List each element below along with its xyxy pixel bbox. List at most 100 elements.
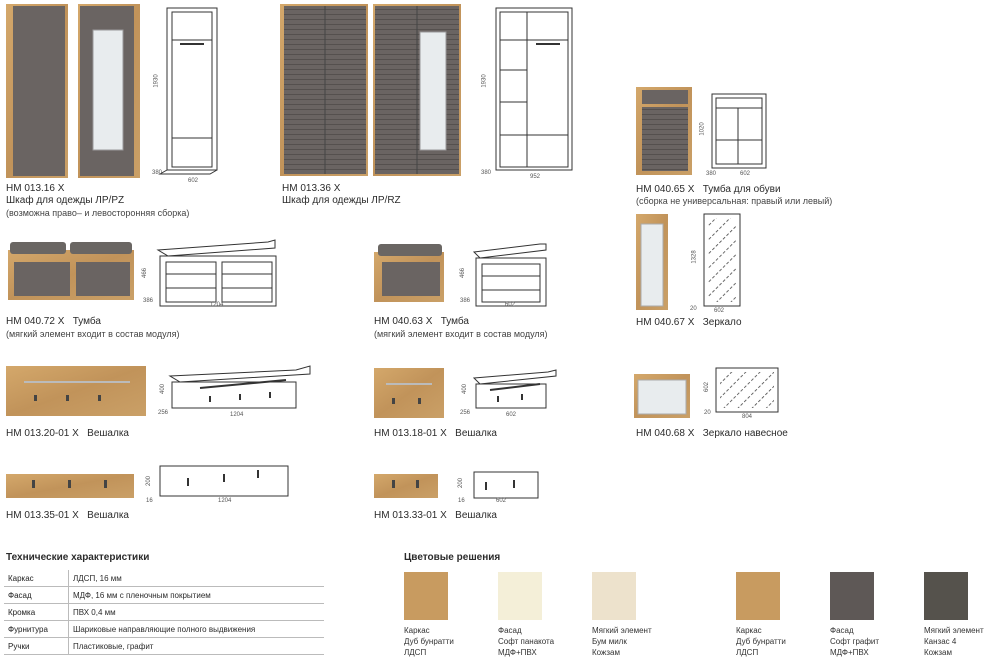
product-code: НМ 013.36 Х (282, 183, 341, 194)
product-name: Вешалка (455, 428, 497, 439)
product-code: НМ 013.33-01 Х (374, 510, 447, 521)
swatch-label-line: Каркас (736, 626, 762, 635)
caption-04068: НМ 040.68 Х Зеркало навесное (636, 428, 788, 440)
hanger-01320-drawing (168, 365, 311, 409)
swatch-label-line: Канзас 4 (924, 637, 957, 646)
dim-d-01335: 16 (146, 498, 153, 504)
product-note: (мягкий элемент входит в состав модуля) (6, 329, 180, 339)
caption-04072: НМ 040.72 Х Тумба (6, 316, 101, 328)
product-code: НМ 013.16 Х (6, 183, 65, 194)
product-name: Вешалка (87, 510, 129, 521)
dim-w-01336: 952 (530, 174, 541, 180)
dim-w-01318: 602 (506, 412, 517, 418)
dim-w-01316: 602 (188, 178, 199, 184)
dim-h-01320: 400 (160, 383, 167, 395)
swatch-label-line: Дуб бунратти (404, 637, 454, 646)
color-swatch (830, 572, 874, 620)
product-name: Шкаф для одежды ЛР/RZ (282, 195, 401, 206)
swatch-label-line: МДФ+ПВХ (498, 648, 537, 657)
dim-w-01333: 602 (496, 498, 507, 504)
product-code: НМ 040.65 Х (636, 184, 695, 195)
dim-d-01316: 380 (152, 170, 163, 176)
wall-mirror-drawing (715, 367, 779, 413)
caption-01320: НМ 013.20-01 Х Вешалка (6, 428, 129, 440)
hanger-01318-photo (374, 368, 444, 418)
color-swatch (404, 572, 448, 620)
product-code: НМ 040.68 Х (636, 428, 695, 439)
product-name: Вешалка (455, 510, 497, 521)
swatch-label-line: Мягкий элемент (592, 626, 652, 635)
product-name: Зеркало (702, 317, 742, 328)
dim-h-04067: 1328 (691, 250, 698, 264)
product-name: Вешалка (87, 428, 129, 439)
bench-04063-photo (374, 244, 444, 302)
product-name: Зеркало навесное (702, 428, 788, 439)
dim-d-04067: 20 (690, 306, 697, 312)
hanger-01335-photo (6, 474, 134, 498)
bench-04072-photo (8, 242, 134, 300)
wall-mirror-photo (634, 374, 690, 418)
dim-w-04072: 1204 (210, 302, 224, 308)
dim-w-04063: 602 (505, 302, 516, 308)
product-code: НМ 040.67 Х (636, 317, 695, 328)
wardrobe-01316-drawing (158, 7, 218, 175)
mirror-04067-drawing (703, 213, 741, 307)
dim-h-01335: 200 (146, 475, 153, 487)
caption-04063: НМ 040.63 Х Тумба (374, 316, 469, 328)
swatch-label-line: Софт графит (830, 637, 880, 646)
product-name: Тумба (440, 316, 469, 327)
color-swatch (736, 572, 780, 620)
wardrobe-01336-drawing (495, 7, 573, 171)
swatch-label-line: Мягкий элемент (924, 626, 984, 635)
swatch-label-line: Бум милк (592, 637, 627, 646)
hanger-01333-drawing (473, 471, 539, 499)
caption-04067: НМ 040.67 Х Зеркало (636, 317, 742, 329)
colors-title: Цветовые решения (404, 552, 501, 563)
product-code: НМ 013.35-01 Х (6, 510, 79, 521)
color-swatch (924, 572, 968, 620)
swatch-label-line: Фасад (830, 626, 854, 635)
product-code: НМ 040.63 Х (374, 316, 433, 327)
dim-h-04063: 466 (460, 267, 467, 279)
dim-w-04067: 602 (714, 308, 725, 314)
product-code: НМ 040.72 Х (6, 316, 65, 327)
mirror-04067-photo (636, 214, 668, 310)
product-name: Шкаф для одежды ЛР/PZ (6, 195, 125, 206)
product-code: НМ 013.20-01 Х (6, 428, 79, 439)
product-name: Тумба для обуви (702, 184, 781, 195)
product-name: Тумба (72, 316, 101, 327)
swatch-label-line: ЛДСП (736, 648, 759, 657)
dim-w-04068: 804 (742, 414, 753, 420)
swatch-label-line: Кожзам (924, 648, 952, 657)
dim-h-01336: 1930 (481, 74, 488, 88)
wardrobe-01336-photo (280, 4, 461, 176)
shoe-cabinet-drawing (711, 93, 767, 169)
dim-d-01320: 256 (158, 410, 169, 416)
hanger-01335-drawing (159, 465, 289, 497)
bench-04072-drawing (156, 239, 277, 307)
specs-title: Технические характеристики (6, 552, 150, 563)
dim-h-04065: 1020 (699, 122, 706, 136)
swatch-label-line: Каркас (404, 626, 430, 635)
dim-h-01316: 1930 (153, 74, 160, 88)
shoe-cabinet-photo (636, 87, 692, 175)
hanger-01318-drawing (472, 369, 557, 409)
dim-w-04065: 602 (740, 171, 751, 177)
hanger-01333-photo (374, 474, 438, 498)
swatch-label-line: Софт панакота (498, 637, 555, 646)
product-code: НМ 013.18-01 Х (374, 428, 447, 439)
swatch-label-line: Фасад (498, 626, 522, 635)
caption-01316: НМ 013.16 Х (6, 183, 64, 195)
color-swatch (498, 572, 542, 620)
